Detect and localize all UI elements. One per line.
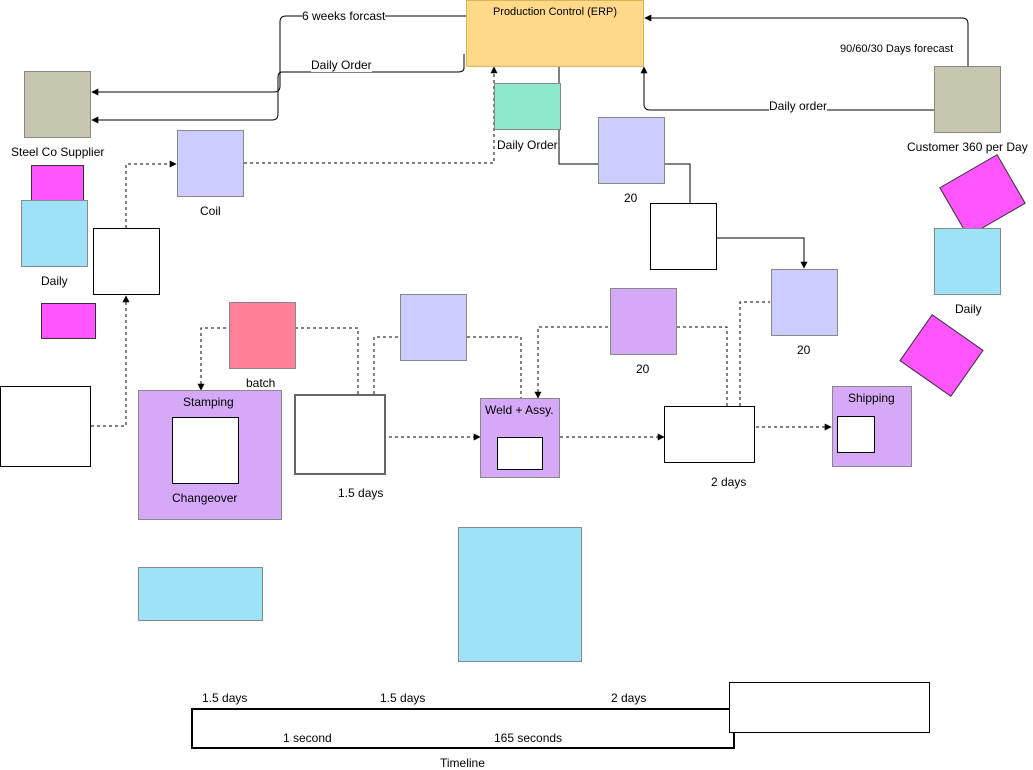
dashed-coil-to-erp xyxy=(244,66,498,164)
inventory-right-count: 20 xyxy=(797,343,811,357)
daily-order-kanban-label: Daily Order xyxy=(497,138,558,152)
inventory-top-right[interactable] xyxy=(598,117,665,184)
right-delivery-label: Daily xyxy=(955,302,982,316)
right-delivery-box[interactable] xyxy=(934,228,1001,295)
dashed-to-right-inventory xyxy=(739,301,770,406)
weld-output-box[interactable] xyxy=(664,406,755,463)
inventory-right[interactable] xyxy=(771,269,838,336)
supermarket-box[interactable] xyxy=(400,294,467,361)
timeline-bar xyxy=(191,708,735,749)
customer-box[interactable] xyxy=(934,66,1001,133)
arrow-days-forecast xyxy=(644,14,969,66)
left-delivery-label: Daily xyxy=(41,274,68,288)
weld-label: Weld + Assy. xyxy=(485,403,554,417)
magenta-tag-small[interactable] xyxy=(31,165,84,202)
shipping-label: Shipping xyxy=(848,391,895,405)
left-supplier-box[interactable] xyxy=(0,386,91,467)
dashed-supplier-to-box xyxy=(91,295,130,427)
magenta-tag-lower[interactable] xyxy=(41,303,96,339)
stamping-label: Stamping xyxy=(183,395,234,409)
blue-box-bottom-center[interactable] xyxy=(458,527,582,662)
days-forecast-label: 90/60/30 Days forecast xyxy=(840,43,954,55)
stamping-data-box[interactable] xyxy=(172,417,239,484)
steel-supplier-label: Steel Co Supplier xyxy=(11,145,105,159)
timeline-label: Timeline xyxy=(440,756,485,770)
arrow-daily-order-left xyxy=(91,54,465,124)
weeks-forecast-label: 6 weeks forcast xyxy=(302,9,386,23)
timeline-proc-2: 165 seconds xyxy=(494,731,563,745)
weld-output-days: 2 days xyxy=(711,475,747,489)
coil-label: Coil xyxy=(200,204,221,218)
batch-signal[interactable] xyxy=(229,302,296,369)
weld-data-box[interactable] xyxy=(497,437,543,470)
steel-supplier-box[interactable] xyxy=(24,71,91,138)
batch-label: batch xyxy=(246,376,276,390)
timeline-total-box[interactable] xyxy=(729,682,930,733)
dashed-supermarket-link xyxy=(373,336,522,398)
stamp-output-days: 1.5 days xyxy=(338,486,384,500)
timeline-lead-1: 1.5 days xyxy=(202,691,248,705)
arrow-weeks-forecast xyxy=(91,15,466,96)
weld-inventory-count: 20 xyxy=(636,362,650,376)
blue-box-bottom-left[interactable] xyxy=(138,567,263,621)
daily-order-left-label: Daily Order xyxy=(311,58,372,72)
dashed-box-to-coil xyxy=(125,160,177,228)
coil-box[interactable] xyxy=(177,130,244,197)
production-control-title: Production Control (ERP) xyxy=(492,6,618,18)
timeline-proc-1: 1 second xyxy=(283,731,332,745)
left-delivery-box[interactable] xyxy=(21,200,88,267)
timeline-lead-3: 2 days xyxy=(611,691,647,705)
daily-order-right-label: Daily order xyxy=(769,99,828,113)
customer-label: Customer 360 per Day xyxy=(907,140,1028,154)
arrow-daily-order-right xyxy=(640,66,934,111)
timeline-lead-2: 1.5 days xyxy=(380,691,426,705)
left-white-box[interactable] xyxy=(93,228,160,295)
inventory-top-right-count: 20 xyxy=(624,191,638,205)
stamp-output-box[interactable] xyxy=(294,394,386,475)
daily-order-kanban[interactable] xyxy=(494,83,561,130)
production-control-box[interactable] xyxy=(466,0,644,67)
schedule-box[interactable] xyxy=(650,203,717,270)
shipping-data-box[interactable] xyxy=(837,416,875,453)
weld-inventory[interactable] xyxy=(610,288,677,355)
changeover-label: Changeover xyxy=(172,491,238,505)
arrow-schedule-to-inventory xyxy=(717,237,808,269)
